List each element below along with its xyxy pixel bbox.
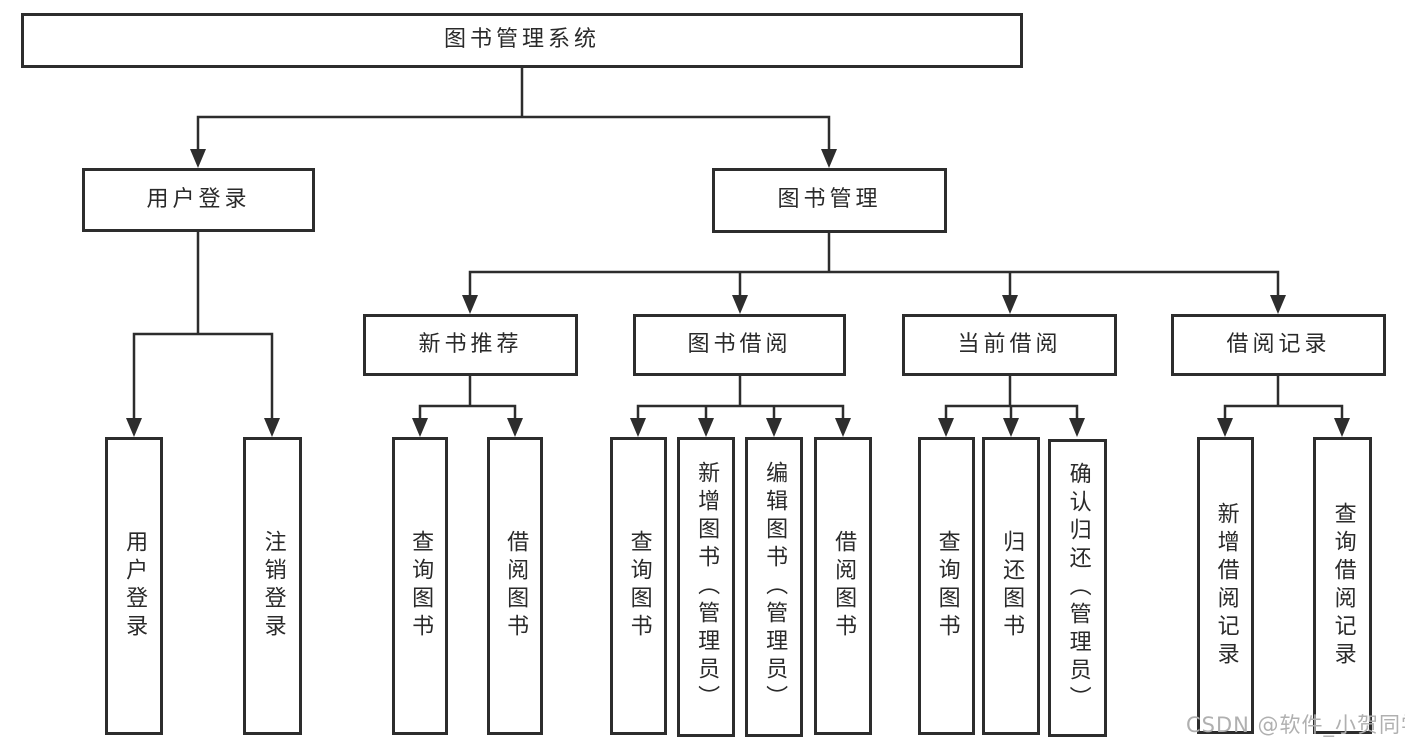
connector-borrow-record-rail [1223, 404, 1344, 420]
arrow-down-icon [1069, 418, 1085, 437]
connector-new-book-rail [418, 404, 517, 420]
connector-user-login-rail [132, 332, 274, 420]
node-current-borrowing: 当前借阅 [902, 314, 1117, 376]
leaf-current-return-books: 归还图书 [982, 437, 1040, 735]
arrow-down-icon [835, 418, 851, 437]
leaf-current-query-books: 查询图书 [918, 437, 975, 735]
leaf-borrowing-edit-books-admin: 编辑图书（管理员） [745, 437, 803, 737]
leaf-current-confirm-return-admin: 确认归还（管理员） [1048, 439, 1107, 737]
arrowheads [126, 149, 1350, 437]
node-user-login: 用户登录 [82, 168, 315, 232]
arrow-down-icon [507, 418, 523, 437]
arrow-down-icon [1217, 418, 1233, 437]
connector-level2-rail [196, 115, 831, 150]
leaf-borrowing-borrow-books: 借阅图书 [814, 437, 872, 735]
leaf-recommend-query-books: 查询图书 [392, 437, 448, 735]
node-new-book-recommend: 新书推荐 [363, 314, 578, 376]
leaf-logout: 注销登录 [243, 437, 302, 735]
arrow-down-icon [264, 418, 280, 437]
csdn-watermark: CSDN @软件_小贺同学 [1186, 713, 1405, 737]
leaf-user-login: 用户登录 [105, 437, 163, 735]
connector-current-borrow-rail [944, 404, 1079, 420]
node-library-management-system: 图书管理系统 [21, 13, 1023, 68]
arrow-down-icon [1002, 295, 1018, 314]
arrow-down-icon [698, 418, 714, 437]
leaf-recommend-borrow-books: 借阅图书 [487, 437, 543, 735]
arrow-down-icon [766, 418, 782, 437]
node-book-borrowing: 图书借阅 [633, 314, 846, 376]
arrow-down-icon [190, 149, 206, 168]
leaf-borrowing-query-books: 查询图书 [610, 437, 667, 735]
node-borrowing-records: 借阅记录 [1171, 314, 1386, 376]
connector-book-mgmt-rail [468, 270, 1280, 297]
leaf-borrowing-add-books-admin: 新增图书（管理员） [677, 437, 735, 737]
leaf-records-query-record: 查询借阅记录 [1313, 437, 1372, 734]
arrow-down-icon [630, 418, 646, 437]
connector-book-borrow-rail [636, 404, 845, 420]
arrow-down-icon [462, 295, 478, 314]
arrow-down-icon [821, 149, 837, 168]
leaf-records-add-record: 新增借阅记录 [1197, 437, 1254, 734]
node-book-management: 图书管理 [712, 168, 947, 233]
arrow-down-icon [938, 418, 954, 437]
arrow-down-icon [1270, 295, 1286, 314]
arrow-down-icon [412, 418, 428, 437]
arrow-down-icon [1334, 418, 1350, 437]
arrow-down-icon [126, 418, 142, 437]
arrow-down-icon [1003, 418, 1019, 437]
arrow-down-icon [732, 295, 748, 314]
